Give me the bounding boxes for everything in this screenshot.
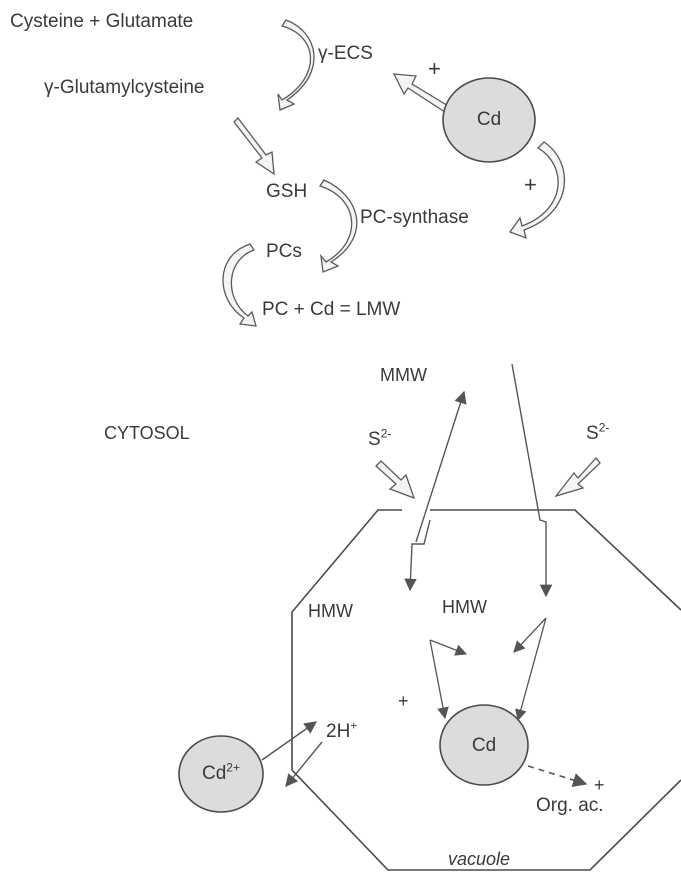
- arrow-hmw-short-left: [429, 639, 468, 656]
- lmw-complex-label: PC + Cd = LMW: [262, 299, 401, 320]
- curved-arrow-lmw: [222, 243, 257, 327]
- sulfide-right-label: S2-: [586, 420, 610, 444]
- vacuole-label: vacuole: [448, 849, 511, 869]
- gsh-label: GSH: [266, 181, 308, 202]
- activation-plus-top: +: [428, 56, 441, 81]
- hmw-center-label: HMW: [442, 597, 487, 617]
- hmw-left-label: HMW: [308, 601, 353, 621]
- arrow-proton-influx: [285, 741, 323, 787]
- block-arrow-to-gsh: [233, 117, 275, 176]
- cd-circle-top: [442, 77, 536, 163]
- arrow-hmw-to-cd-right: [515, 617, 547, 722]
- arrow-mmw-left-import: [404, 519, 431, 592]
- arrow-hmw-short-right: [513, 617, 547, 653]
- arrow-hmw-to-cd-left: [429, 639, 449, 720]
- org-acid-plus-label: +: [594, 775, 605, 795]
- mmw-label: MMW: [380, 365, 427, 385]
- pcs-label: PCs: [266, 241, 302, 262]
- block-arrow-sulfide-right: [554, 456, 601, 498]
- block-arrow-sulfide-left: [375, 460, 416, 500]
- organic-acid-label: Org. ac.: [536, 795, 604, 816]
- proton-label: 2H+: [326, 718, 358, 742]
- arrow-mmw-right-import: [511, 363, 553, 598]
- pc-synthase-label: PC-synthase: [360, 207, 469, 228]
- enzyme-gamma-ecs-label: γ-ECS: [318, 43, 373, 64]
- vacuole-membrane: [291, 509, 681, 871]
- cd-vacuole-label: Cd: [471, 735, 497, 756]
- cd-top-label: Cd: [476, 109, 502, 130]
- vacuole-membrane-top: [430, 509, 681, 611]
- arrow-hmw-to-mmw: [415, 390, 467, 543]
- sulfide-left-label: S2-: [368, 426, 392, 450]
- substrates-label: Cysteine + Glutamate: [10, 11, 194, 32]
- curved-arrow-ecs: [277, 19, 315, 111]
- activation-plus-bottom: +: [524, 172, 537, 197]
- cytosol-label: CYTOSOL: [104, 423, 190, 443]
- curved-arrow-activation: [508, 141, 566, 240]
- cd-ion-circle: [178, 735, 264, 813]
- plus-sign-label: +: [398, 691, 409, 711]
- arrow-cd-efflux: [261, 721, 318, 761]
- arrow-cd-to-orgacid: [527, 765, 588, 788]
- curved-arrow-pcsynthase: [318, 179, 358, 273]
- gamma-glutamylcysteine-label: γ-Glutamylcysteine: [44, 77, 205, 98]
- cd-ion-label: Cd2+: [202, 760, 240, 784]
- cd-circle-vacuole: [439, 704, 529, 786]
